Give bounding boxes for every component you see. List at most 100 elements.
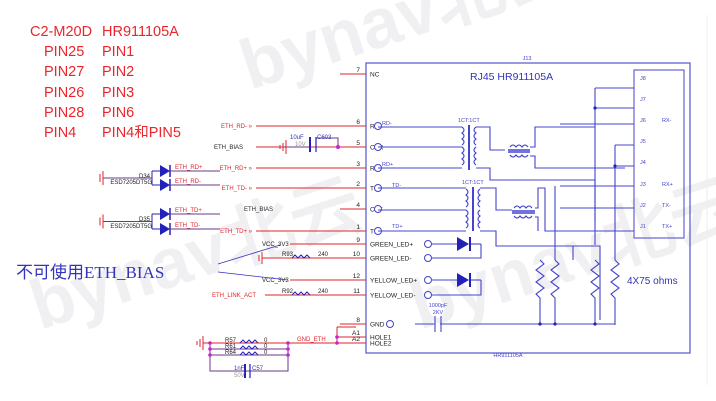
r93-ref: R93 <box>282 252 294 258</box>
pin-terminal-icon <box>424 240 432 248</box>
esd-ref: D34 <box>139 174 151 180</box>
net-eth-bias: ETH_BIAS <box>214 145 243 151</box>
esd-net-label: ETH_RD+ <box>175 165 203 171</box>
c57-value: 1nF <box>234 366 245 372</box>
mapping-right: PIN6 <box>102 105 134 121</box>
external-nets: ETH_BIAS 10uF 10V C603 ETH_RD+ ETH_RD- D34… <box>99 135 356 379</box>
esd-net-label: ETH_RD- <box>175 179 201 185</box>
jack-pin-number: J5 <box>640 139 646 145</box>
net-label: ETH_BIAS <box>244 207 273 213</box>
esd-diode-icon <box>160 223 170 235</box>
jack-pin-number: J3 <box>640 182 646 188</box>
pin-name: NC <box>370 72 380 79</box>
pin-name: GREEN_LED+ <box>370 242 413 249</box>
mapping-left: PIN26 <box>44 85 84 101</box>
resistor-note: 4X75 ohms <box>627 276 678 287</box>
yellow-led-bar <box>469 273 471 287</box>
mapping-left: PIN25 <box>44 44 84 60</box>
green-led-bar <box>469 237 471 251</box>
mapping-right: PIN4和PIN5 <box>102 124 181 141</box>
pin-name: HOLE2 <box>370 341 392 348</box>
r92-value: 240 <box>318 289 329 295</box>
pin-name: GND <box>370 322 385 329</box>
green-led-icon <box>457 237 469 251</box>
pin-terminal-icon <box>424 276 432 284</box>
c57-ref: C57 <box>252 366 264 372</box>
c603-value: 10uF <box>290 135 304 141</box>
r61-ref: R61 <box>225 344 237 350</box>
pin-number: 5 <box>356 140 360 147</box>
pin-name: YELLOW_LED- <box>370 293 416 300</box>
connector-title: RJ45 HR911105A <box>470 71 553 83</box>
pin-terminal-icon <box>374 205 382 213</box>
transformer-label-tx: 1CT:1CT <box>462 180 484 186</box>
r64-value: 0 <box>264 350 268 356</box>
pin-number: 12 <box>353 273 361 280</box>
pin-number: 10 <box>353 251 361 258</box>
jack-pin-number: J1 <box>640 224 646 230</box>
mapping-left: PIN27 <box>44 64 84 80</box>
mapping-right: PIN3 <box>102 85 134 101</box>
c603-voltage: 10V <box>295 142 306 148</box>
transformer-label-rx: 1CT:1CT <box>458 118 480 124</box>
magnetics <box>378 87 634 332</box>
c603-ref: C603 <box>317 135 332 141</box>
net-vcc-3v3: VCC_3V3 <box>262 278 289 284</box>
pin-number: 8 <box>356 317 360 324</box>
esd-part: ESD7205DT5G <box>110 224 152 230</box>
connector-ref: J13 <box>523 56 532 62</box>
pin-number: 3 <box>356 161 360 168</box>
gnd-cap-voltage: 2KV <box>433 310 444 316</box>
pin-name: HOLE1 <box>370 335 392 342</box>
esd-part: ESD7205DT5G <box>110 180 152 186</box>
esd-net-label: ETH_TD+ <box>175 208 202 214</box>
esd-diode-icon <box>160 208 170 220</box>
pin-number: 9 <box>356 237 360 244</box>
net-label: ETH_TD+ » <box>220 229 253 235</box>
r61-value: 0 <box>264 344 268 350</box>
pin-number: A1 <box>352 330 360 337</box>
mapping-left: PIN28 <box>44 105 84 121</box>
jack-pin-number: J4 <box>640 160 646 166</box>
mapping-right: PIN2 <box>102 64 134 80</box>
pin-number: 7 <box>356 67 360 74</box>
net-eth-link-act: ETH_LINK_ACT <box>212 293 256 299</box>
gnd-cap-value: 1000pF <box>429 303 448 309</box>
jack-pin-box <box>633 69 685 239</box>
r93-value: 240 <box>318 252 329 258</box>
esd-diode-icon <box>160 165 170 177</box>
mapping-header-left: C2-M20D <box>30 24 92 40</box>
c57-voltage: 50V <box>234 373 245 379</box>
jack-pin-signal: TX+ <box>662 224 672 230</box>
pin-number: 2 <box>356 181 360 188</box>
inner-label-rd-plus: RD+ <box>382 162 393 168</box>
pin-number: 6 <box>356 119 360 126</box>
yellow-led-icon <box>457 273 469 287</box>
mapping-left: PIN4 <box>44 125 76 141</box>
pin-mapping-table: C2-M20D HR911105A PIN25 PIN1 PIN27 PIN2 … <box>30 24 181 141</box>
net-label: ETH_RD+ » <box>219 166 252 172</box>
r57-value: 0 <box>264 338 268 344</box>
jack-pin-signal: RX- <box>662 118 672 124</box>
annotation-text: 不可使用ETH_BIAS <box>16 262 164 282</box>
led-diodes <box>457 106 617 326</box>
connector-body <box>365 62 691 354</box>
jack-pin-number: J8 <box>640 76 646 82</box>
esd-diode-icon <box>160 179 170 191</box>
pin-number: A2 <box>352 336 360 343</box>
pin-number: 4 <box>356 202 360 209</box>
r64-ref: R64 <box>225 350 237 356</box>
pin-terminal-icon <box>424 254 432 262</box>
net-vcc-3v3: VCC_3V3 <box>262 242 289 248</box>
pin-terminal-icon <box>424 291 432 299</box>
pin-number: 11 <box>353 288 360 295</box>
jack-pin-signal: RX+ <box>662 182 673 188</box>
pin-number: 1 <box>356 224 360 231</box>
esd-net-label: ETH_TD- <box>175 223 200 229</box>
pin-terminal-icon <box>386 320 394 328</box>
net-label: ETH_TD- » <box>222 186 253 192</box>
net-gnd-eth: GND_ETH <box>297 337 326 343</box>
pin-name: GREEN_LED- <box>370 256 412 263</box>
inner-label-td-minus: TD- <box>392 183 401 189</box>
